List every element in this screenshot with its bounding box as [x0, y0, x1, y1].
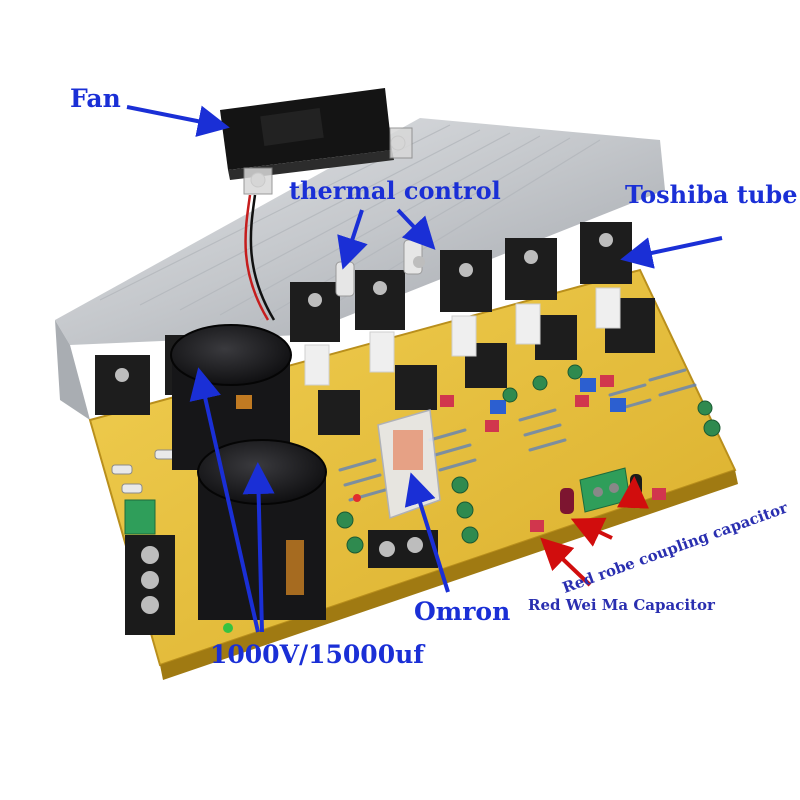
capacitor-icon: [170, 324, 327, 620]
relay-icon: [377, 409, 441, 520]
capacitor-rating-label: 1000V/15000uf: [210, 640, 425, 669]
toshiba-tube-label: Toshiba tube: [625, 180, 798, 209]
fan-icon: [220, 88, 413, 321]
arrow-icon: [126, 105, 723, 633]
fan-label: Fan: [70, 84, 121, 113]
thermal-control-label: thermal control: [289, 176, 501, 205]
omron-label: Omron: [414, 597, 511, 626]
red-wei-ma-capacitor-label: Red Wei Ma Capacitor: [528, 596, 715, 614]
heatsink-icon: [55, 118, 665, 420]
